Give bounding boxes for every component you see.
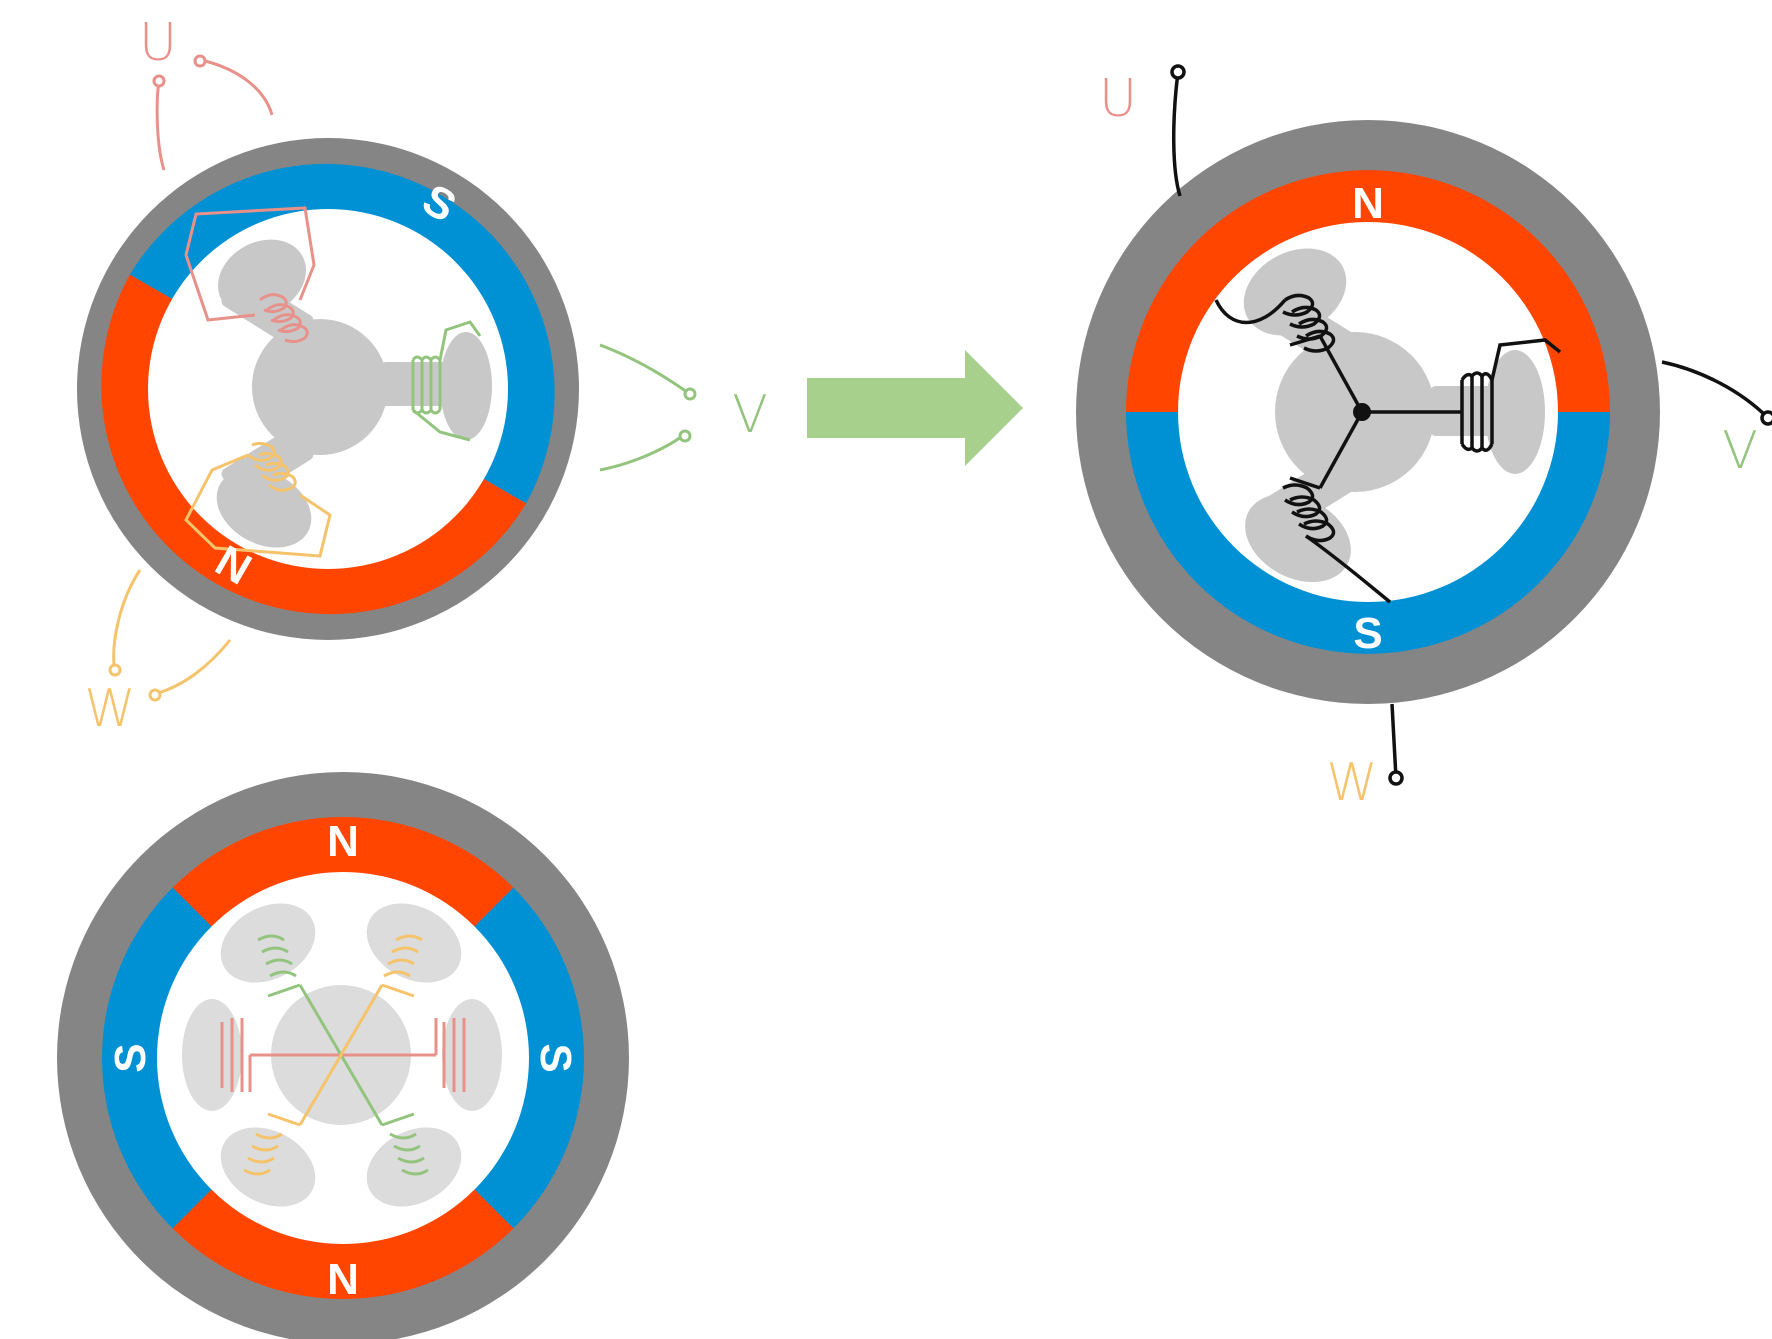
terminal-w-pair <box>108 663 162 702</box>
pole-label-north: N <box>1352 179 1384 228</box>
rotor-core <box>1243 248 1545 583</box>
right-arrow-icon <box>807 350 1023 466</box>
rotor-core <box>182 903 502 1207</box>
motor-four-pole: N N S S <box>57 772 629 1339</box>
winding-star <box>1172 71 1770 779</box>
terminals-star <box>1170 64 1772 786</box>
pole-label-south-left: S <box>106 1043 155 1072</box>
star-point <box>1353 403 1371 421</box>
pole-label-south: S <box>1353 609 1382 658</box>
motor-two-pole-phase-wiring: S N U V W <box>77 13 768 739</box>
phase-label-v: V <box>1722 421 1758 481</box>
windings-four-pole <box>220 934 466 1176</box>
phase-label-u: U <box>139 13 177 73</box>
pole-label-north-top: N <box>327 817 359 866</box>
phase-label-w: W <box>84 679 135 739</box>
motor-two-pole-star-wiring: N S U V W <box>1076 64 1772 813</box>
pole-label-north-bottom: N <box>327 1255 359 1304</box>
terminal-u-pair <box>152 54 207 88</box>
pole-label-south-right: S <box>531 1043 580 1072</box>
phase-label-u: U <box>1099 69 1137 129</box>
winding-v <box>411 320 688 472</box>
terminal-v-pair <box>678 387 697 443</box>
winding-w <box>112 441 332 695</box>
phase-label-w: W <box>1326 753 1377 813</box>
phase-label-v: V <box>732 385 768 445</box>
